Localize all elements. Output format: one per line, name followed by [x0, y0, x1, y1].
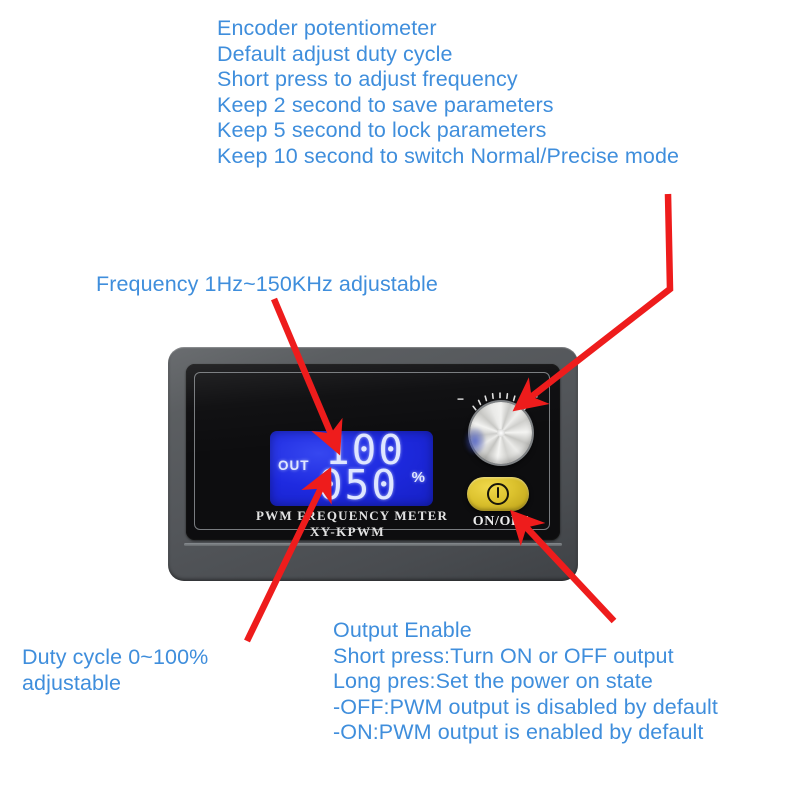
annotation-frequency-range: Frequency 1Hz~150KHz adjustable [96, 272, 438, 296]
bezel-bottom-highlight [184, 543, 562, 546]
lcd-duty-value: 050 [318, 461, 399, 506]
onoff-button[interactable] [467, 477, 529, 511]
knob-plus-label: + [531, 390, 539, 404]
knob-minus-label: − [457, 392, 465, 406]
device-model-silkscreen: XY-KPWM [310, 524, 386, 539]
device-title-silkscreen: PWM FREQUENCY METER [256, 508, 449, 523]
faceplate-inner-border [194, 372, 550, 530]
annotation-encoder-potentiometer: Encoder potentiometer Default adjust dut… [217, 16, 680, 168]
onoff-control[interactable]: ON/OFF [463, 477, 539, 539]
onoff-button-label: ON/OFF [472, 514, 530, 529]
annotation-duty-cycle: Duty cycle 0~100% adjustable [22, 645, 209, 695]
lcd-percent-unit: % [411, 469, 425, 486]
encoder-potentiometer[interactable]: − + [457, 386, 543, 472]
pwm-controller-device: OUT 100 050 % PWM FREQUENCY METER XY-KPW… [168, 347, 578, 581]
power-icon [487, 483, 509, 505]
lcd-display: OUT 100 050 % [270, 431, 433, 506]
device-faceplate: OUT 100 050 % PWM FREQUENCY METER XY-KPW… [186, 364, 560, 540]
annotation-output-enable: Output Enable Short press:Turn ON or OFF… [333, 618, 718, 744]
lcd-out-indicator: OUT [278, 458, 310, 473]
knob-blue-reflection [465, 428, 485, 454]
knob-center-highlight [497, 429, 505, 437]
